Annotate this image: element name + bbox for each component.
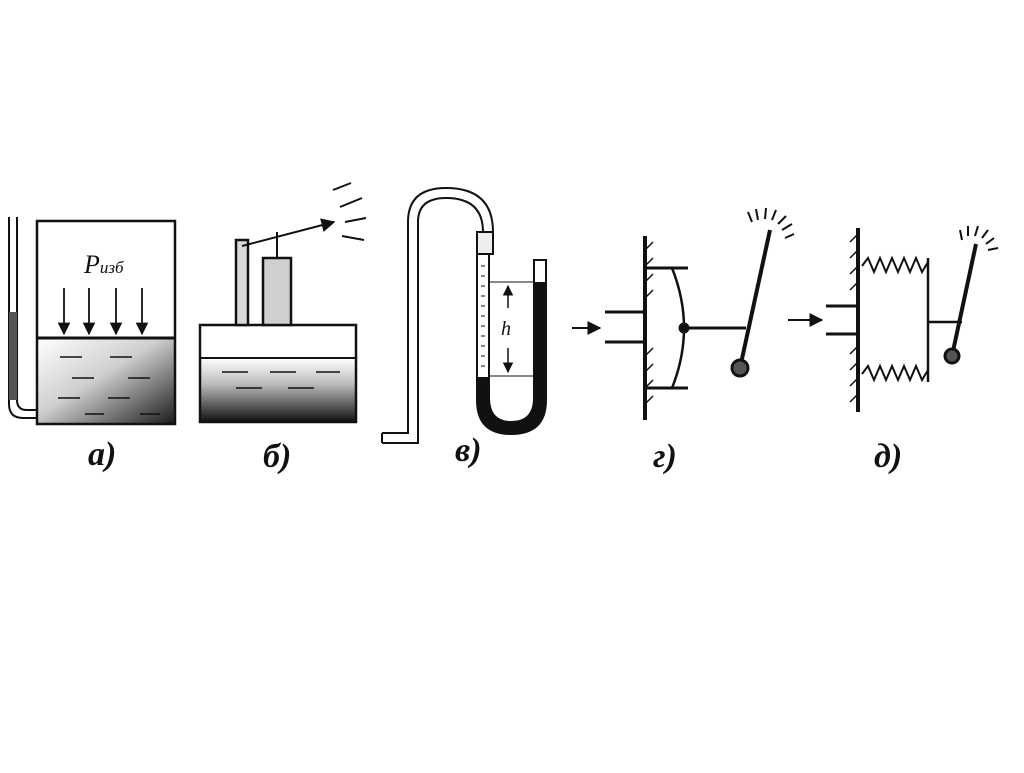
panel-a-open-tank (8, 217, 177, 426)
pressure-symbol: P (84, 250, 100, 279)
panel-label-d: д) (874, 438, 903, 475)
panel-label-a: а) (88, 436, 117, 473)
pressure-subscript: изб (99, 258, 124, 277)
panel-d-bellows-gauge (788, 225, 999, 412)
panel-label-v: в) (455, 432, 482, 469)
panel-v-u-tube-manometer (381, 186, 547, 444)
panel-label-b: б) (263, 438, 292, 475)
panel-label-g: г) (653, 438, 677, 475)
panel-g-diaphragm-gauge (572, 207, 795, 420)
height-label: h (501, 318, 511, 340)
excess-pressure-label: Pизб (84, 250, 124, 280)
panel-b-sprayer-vessel (198, 182, 367, 424)
